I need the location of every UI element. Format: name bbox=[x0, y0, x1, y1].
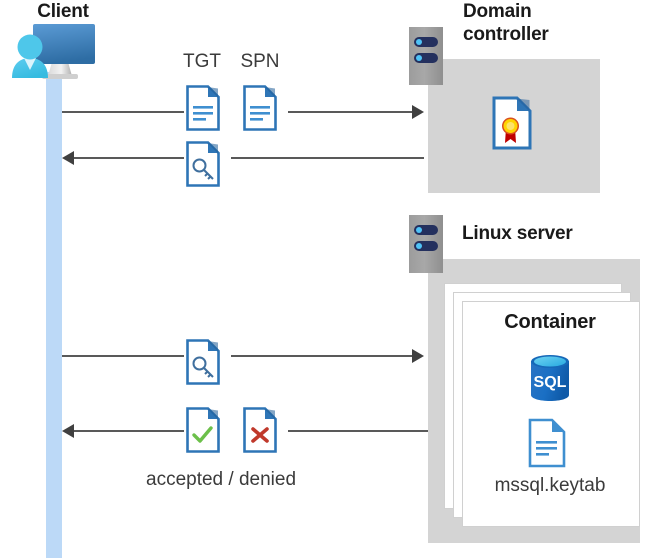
flow-result-arrowhead bbox=[62, 424, 74, 438]
server-bay-2 bbox=[414, 241, 438, 251]
server-bay-1 bbox=[414, 225, 438, 235]
document-cross-icon-denied bbox=[243, 407, 277, 453]
flow-present-arrowhead bbox=[412, 349, 424, 363]
document-key-icon-ticket-return bbox=[186, 141, 220, 187]
flow-present-line-right bbox=[231, 355, 414, 357]
server-rack-icon-linux-server bbox=[409, 215, 443, 273]
container-card-front bbox=[462, 301, 640, 527]
sql-database-icon: SQL bbox=[524, 352, 576, 404]
flow-return-line-left bbox=[74, 157, 184, 159]
page-title-domain-controller: Domain controller bbox=[463, 0, 653, 46]
keytab-filename-label: mssql.keytab bbox=[494, 475, 606, 496]
domain-controller-title-line2: controller bbox=[463, 24, 549, 45]
svg-text:SQL: SQL bbox=[534, 374, 567, 391]
flow-request-arrowhead bbox=[412, 105, 424, 119]
client-workstation-icon bbox=[8, 22, 118, 84]
client-lifeline bbox=[46, 72, 62, 558]
flow-return-line-right bbox=[231, 157, 424, 159]
flow-request-line-left bbox=[62, 111, 184, 113]
document-certificate-icon bbox=[492, 96, 532, 150]
domain-controller-title-line1: Domain bbox=[463, 1, 532, 22]
document-key-icon-ticket-present bbox=[186, 339, 220, 385]
server-led-1 bbox=[416, 39, 422, 45]
flow-request-line-right bbox=[288, 111, 414, 113]
server-rack-icon-domain-controller bbox=[409, 27, 443, 85]
server-led-2 bbox=[416, 55, 422, 61]
label-tgt: TGT bbox=[183, 51, 221, 72]
label-accepted-denied: accepted / denied bbox=[146, 469, 297, 490]
flow-result-line-right bbox=[288, 430, 428, 432]
flow-result-line-left bbox=[74, 430, 184, 432]
document-lines-icon-keytab bbox=[528, 418, 566, 468]
server-led-2 bbox=[416, 243, 422, 249]
document-lines-icon-spn bbox=[243, 85, 277, 131]
document-lines-icon-tgt bbox=[186, 85, 220, 131]
server-led-1 bbox=[416, 227, 422, 233]
label-spn: SPN bbox=[240, 51, 280, 72]
document-check-icon-accepted bbox=[186, 407, 220, 453]
page-title-linux-server: Linux server bbox=[462, 223, 573, 244]
flow-present-line-left bbox=[62, 355, 184, 357]
page-title-client: Client bbox=[37, 1, 89, 22]
flow-return-arrowhead bbox=[62, 151, 74, 165]
page-title-container: Container bbox=[504, 311, 596, 333]
server-bay-2 bbox=[414, 53, 438, 63]
server-bay-1 bbox=[414, 37, 438, 47]
